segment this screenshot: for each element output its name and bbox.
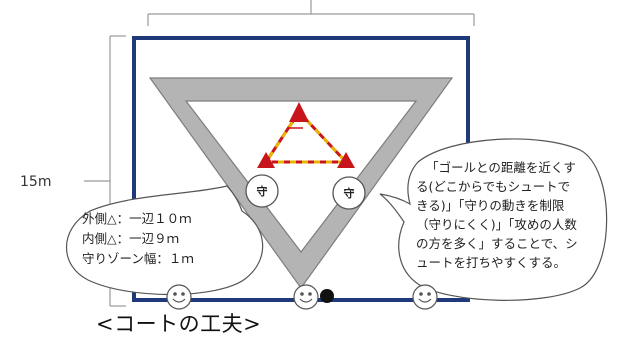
info-line: 内側△：一辺９ｍ (82, 231, 179, 246)
ball (320, 289, 334, 303)
defender-label: 守 (344, 186, 355, 200)
goal-cone-top (289, 102, 309, 122)
info-line: 守りゾーン幅：１ｍ (82, 251, 194, 266)
dimension-label: 15m (20, 174, 51, 190)
attacker-smiley-right (412, 284, 438, 310)
info-bubble (66, 185, 264, 296)
tip-line: ュートを打ちやすくする。 (416, 255, 566, 270)
tip-line: 「ゴールとの距離を近くす (426, 160, 576, 175)
defender-label: 守 (257, 184, 268, 198)
defender-left: 守 (245, 174, 279, 208)
defense-zone (148, 77, 454, 290)
top-dimension-bracket (147, 0, 475, 26)
tip-line: る(どこからでもシュートで (416, 179, 570, 194)
caption: <コートの工夫> (96, 312, 262, 336)
tip-line: きる)」「守りの動きを制限 (416, 198, 565, 213)
tip-bubble (379, 138, 608, 301)
goal-cone-right (337, 152, 355, 168)
tip-line: （守りにくく)」「攻めの人数 (416, 217, 577, 232)
tip-line: の方を多く」することで、シ (416, 236, 578, 251)
info-line: 外側△：一辺１０ｍ (82, 211, 192, 226)
attacker-smiley-left (166, 284, 192, 310)
goal-cone-left (257, 152, 275, 168)
attacker-smiley-center (293, 284, 319, 310)
defender-right: 守 (332, 176, 366, 210)
